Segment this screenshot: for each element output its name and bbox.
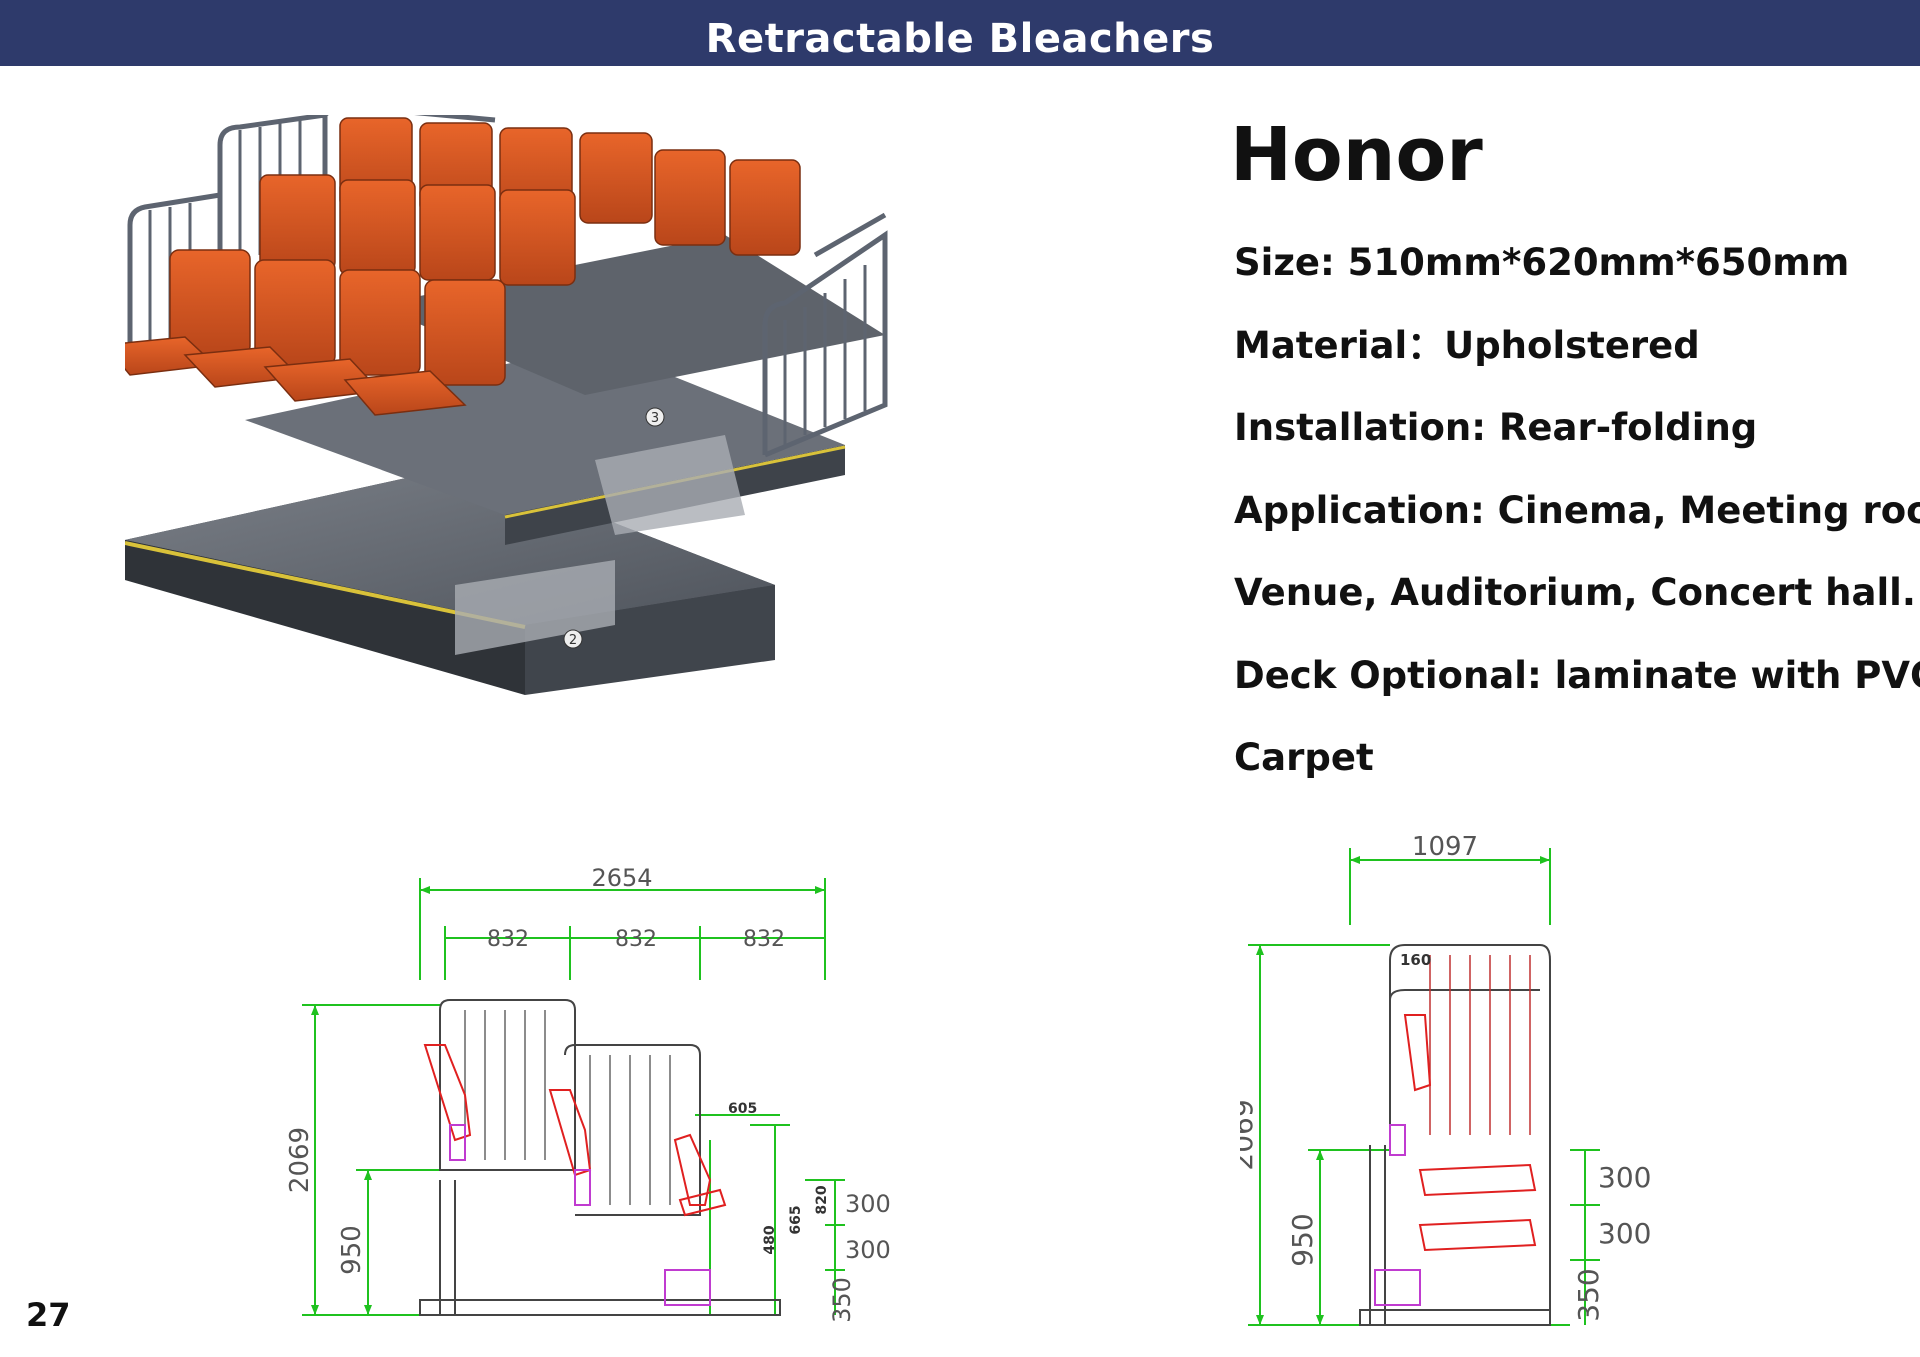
bleacher-illustration: 3 2 — [125, 115, 888, 695]
front-bay-width-3: 832 — [743, 927, 785, 952]
front-total-height: 2069 — [285, 1127, 315, 1193]
front-step-rise-2: 300 — [845, 1236, 890, 1264]
side-total-width: 1097 — [1412, 832, 1478, 862]
side-step-rise-1: 300 — [1598, 1161, 1651, 1194]
front-middle-height: 950 — [337, 1225, 367, 1275]
spec-deck: Deck Optional: laminate with PVC / — [1234, 653, 1920, 697]
marker-3-label: 3 — [651, 411, 659, 426]
front-seat-height-2: 665 — [788, 1205, 804, 1234]
spec-size: Size: 510mm*620mm*650mm — [1234, 241, 1850, 284]
marker-2-label: 2 — [569, 633, 577, 648]
product-name: Honor — [1230, 112, 1483, 198]
side-total-height: 2069 — [1240, 1099, 1259, 1170]
front-seat-height-1: 480 — [762, 1225, 778, 1254]
front-bay-width-1: 832 — [487, 927, 529, 952]
spec-application: Application: Cinema, Meeting room, — [1234, 488, 1920, 532]
front-seat-height-3: 820 — [814, 1185, 830, 1214]
side-offset: 160 — [1400, 951, 1431, 969]
page-number: 27 — [26, 1296, 71, 1334]
front-step-rise-3: 350 — [828, 1277, 856, 1323]
front-view-drawing: 2654 832 832 832 2069 950 605 480 665 82… — [285, 864, 890, 1323]
front-step-rise-1: 300 — [845, 1190, 890, 1218]
marker-3 — [645, 407, 665, 427]
page-title: Retractable Bleachers — [705, 16, 1215, 62]
spec-list: Size: 510mm*620mm*650mm Material：Upholst… — [1234, 222, 1920, 800]
marker-2 — [563, 629, 583, 649]
spec-installation: Installation: Rear-folding — [1234, 406, 1758, 449]
spec-application-cont: Venue, Auditorium, Concert hall. — [1234, 571, 1916, 614]
spec-material: Material：Upholstered — [1234, 323, 1700, 367]
spec-deck-cont: Carpet — [1234, 736, 1374, 779]
side-step-rise-3: 350 — [1572, 1268, 1605, 1321]
front-row-depth: 605 — [728, 1101, 757, 1117]
front-bay-width-2: 832 — [615, 927, 657, 952]
page-header: Retractable Bleachers — [0, 0, 1920, 66]
side-view-drawing: 1097 160 2069 950 300 300 350 — [1240, 832, 1651, 1326]
front-total-width: 2654 — [591, 864, 652, 892]
side-step-rise-2: 300 — [1598, 1217, 1651, 1250]
side-middle-height: 950 — [1286, 1213, 1319, 1266]
